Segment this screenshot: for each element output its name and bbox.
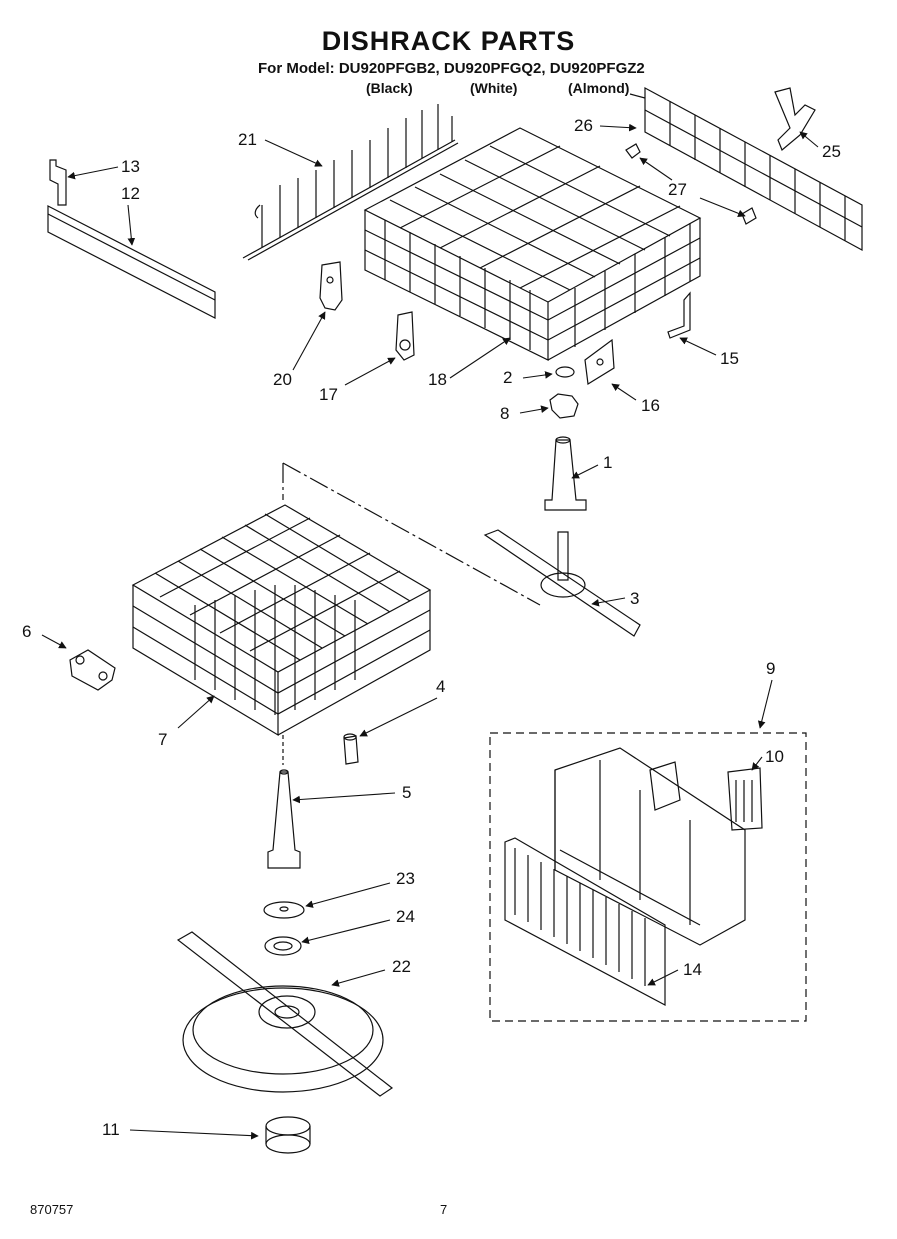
- part-7-lower-rack: [131, 504, 432, 737]
- part-13-clip: [49, 159, 67, 206]
- callout-11: 11: [102, 1120, 120, 1139]
- callout-16: 16: [641, 396, 660, 415]
- part-9-basket: [554, 747, 746, 946]
- part-17-clip: [395, 311, 415, 361]
- part-6-roller: [69, 649, 116, 691]
- part-1-tube: [544, 436, 587, 511]
- callout-20: 20: [273, 370, 292, 389]
- part-5-tube: [267, 769, 301, 869]
- callout-8: 8: [500, 404, 510, 423]
- part-10-clip: [727, 767, 763, 831]
- callout-13: 13: [121, 157, 140, 176]
- callout-3: 3: [630, 589, 640, 608]
- callout-9: 9: [766, 659, 776, 678]
- callout-15: 15: [720, 349, 739, 368]
- part-21-tines: [242, 104, 459, 261]
- part-8-nut: [549, 393, 579, 419]
- callout-10: 10: [765, 747, 784, 766]
- color-black-label: (Black): [366, 80, 413, 96]
- callout-26: 26: [574, 116, 593, 135]
- callout-24: 24: [396, 907, 415, 926]
- part-20-clip: [319, 261, 343, 311]
- color-white-label: (White): [470, 80, 518, 96]
- document-number: 870757: [30, 1202, 74, 1217]
- part-27-clips: [625, 143, 757, 225]
- part-16-plate: [584, 338, 615, 385]
- callout-17: 17: [319, 385, 338, 404]
- color-almond-label: (Almond): [568, 80, 630, 96]
- part-14-lid: [504, 837, 666, 1006]
- model-list: For Model: DU920PFGB2, DU920PFGQ2, DU920…: [258, 60, 645, 77]
- part-26-shelf: [629, 86, 863, 252]
- assembly-guide-line: [282, 462, 541, 606]
- part-22-spray-base: [176, 931, 394, 1097]
- part-23-washer: [263, 901, 305, 919]
- part-18-upper-rack: [363, 127, 702, 361]
- callout-18: 18: [428, 370, 447, 389]
- callout-6: 6: [22, 622, 32, 641]
- callout-23: 23: [396, 869, 415, 888]
- callout-7: 7: [158, 730, 168, 749]
- part-2-washer: [555, 366, 575, 378]
- page-number: 7: [440, 1202, 448, 1217]
- page-title: DISHRACK PARTS: [321, 26, 576, 56]
- callout-22: 22: [392, 957, 411, 976]
- part-9-kit-box: [489, 732, 807, 1022]
- callout-27: 27: [668, 180, 687, 199]
- callout-4: 4: [436, 677, 446, 696]
- part-25-bracket: [774, 87, 816, 151]
- callout-12: 12: [121, 184, 140, 203]
- callout-21: 21: [238, 130, 257, 149]
- part-24-seal: [264, 936, 302, 956]
- callout-2: 2: [503, 368, 513, 387]
- callout-14: 14: [683, 960, 702, 979]
- part-12-rail: [47, 205, 216, 319]
- callout-25: 25: [822, 142, 841, 161]
- part-15-bracket: [667, 291, 691, 339]
- callout-5: 5: [402, 783, 412, 802]
- part-4-pin: [343, 733, 359, 765]
- callout-1: 1: [603, 453, 613, 472]
- part-3-upper-spray-arm: [483, 529, 641, 637]
- part-11-ring: [265, 1116, 311, 1154]
